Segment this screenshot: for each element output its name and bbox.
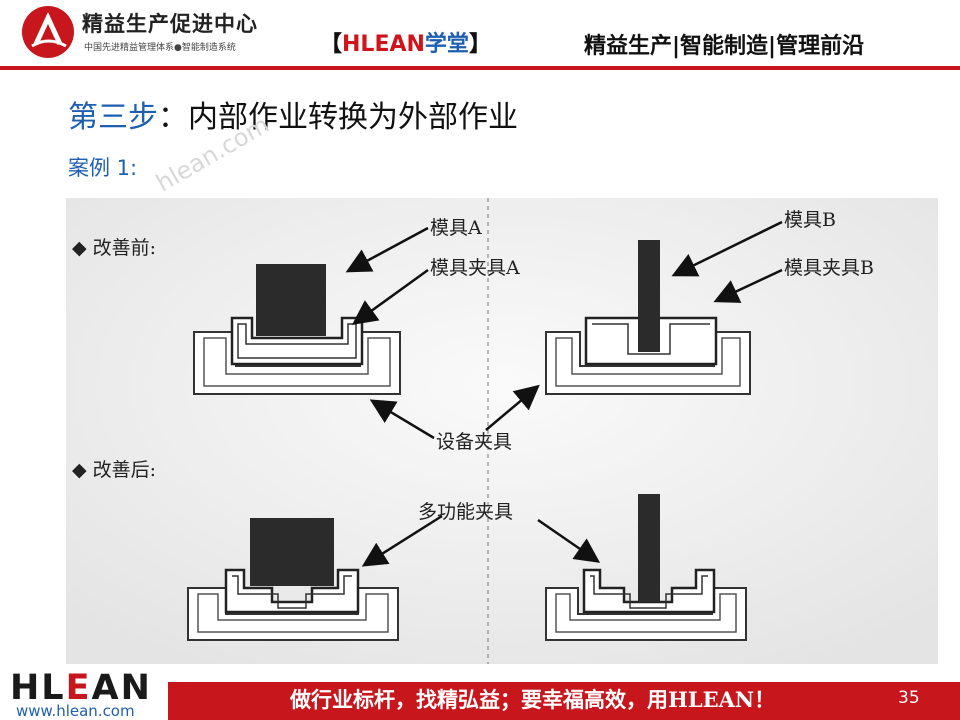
before-label: ◆ 改善前: [72, 237, 156, 259]
multi-fixture-after-b [582, 568, 716, 614]
page-number: 35 [898, 688, 920, 708]
brand-bracket-close: 】 [468, 32, 491, 57]
org-subtitle: 中国先进精益管理体系●智能制造系统 [84, 43, 236, 53]
case-label: 案例 1: [68, 156, 138, 180]
mold-fixture-a-label: 模具夹具A [430, 257, 520, 279]
arrow-mold-b [671, 220, 783, 277]
arrow-multi-fixture-right [537, 518, 601, 563]
footer-logo: HLEAN [10, 668, 152, 708]
before-right-assembly [545, 240, 751, 395]
brand-name: HLEAN [342, 32, 425, 57]
arrow-multi-fixture-left [361, 514, 443, 567]
mold-b-after [638, 494, 660, 602]
page-title: 第三步：内部作业转换为外部作业 [68, 92, 518, 136]
step-label: 第三步 [68, 100, 158, 135]
footer-url-link[interactable]: www.hlean.com [16, 702, 135, 720]
mold-b-before [638, 240, 660, 352]
footer-logo-part-rest: AN [91, 668, 152, 708]
header-slogan: 精益生产|智能制造|管理前沿 [584, 34, 865, 59]
footer-slogan: 做行业标杆，找精弘益；要幸福高效，用HLEAN！ [290, 687, 776, 712]
org-name: 精益生产促进中心 [82, 12, 258, 36]
brand-tag: 【HLEAN学堂】 [320, 26, 491, 58]
equipment-fixture-label: 设备夹具 [436, 431, 512, 453]
mold-a-label: 模具A [430, 217, 482, 239]
arrow-equipment-fixture-right [485, 384, 540, 431]
mold-fixture-a-before [230, 316, 364, 366]
footer-logo-part-e: E [65, 668, 92, 708]
mold-fixture-b-inner-before [592, 323, 710, 355]
brand-bracket-open: 【 [320, 32, 343, 57]
arrow-mold-a [345, 226, 429, 273]
before-left-assembly [193, 264, 401, 395]
mold-b-label: 模具B [784, 209, 836, 231]
footer-logo-part-h: HL [10, 668, 66, 708]
mold-a-after [250, 518, 334, 586]
brand-suffix: 学堂 [424, 32, 469, 57]
equipment-fixture-inner-before-b [555, 337, 741, 387]
after-right-assembly [545, 494, 747, 641]
footer-bar [168, 682, 960, 720]
equipment-fixture-inner-before-a [203, 337, 391, 387]
arrow-mold-fixture-a [351, 268, 429, 325]
arrow-equipment-fixture-left [369, 399, 435, 440]
title-text: 内部作业转换为外部作业 [188, 100, 518, 135]
diagram-canvas: ◆ 改善前: ◆ 改善后: [66, 198, 938, 664]
mold-a-before [256, 264, 326, 336]
equipment-fixture-inner-after-b [555, 593, 737, 633]
title-separator: ： [158, 100, 188, 135]
mold-fixture-a-inner-before [237, 323, 357, 359]
after-label: ◆ 改善后: [72, 459, 156, 481]
fixture-diagram: ◆ 改善前: ◆ 改善后: [66, 198, 938, 664]
multi-fixture-inner-after-a [232, 575, 352, 609]
after-left-assembly [187, 518, 399, 641]
arrow-mold-fixture-b [713, 268, 783, 303]
header-divider [0, 66, 960, 70]
multi-fixture-label: 多功能夹具 [418, 501, 513, 523]
diagram-background [66, 198, 938, 664]
equipment-fixture-inner-after-a [197, 593, 389, 633]
multi-fixture-after-a [224, 568, 360, 614]
mold-fixture-b-label: 模具夹具B [784, 257, 874, 279]
multi-fixture-inner-after-b [590, 575, 708, 609]
arrows [345, 220, 783, 567]
header: 精益生产促进中心 中国先进精益管理体系●智能制造系统 【HLEAN学堂】 精益生… [0, 0, 960, 72]
org-logo-icon [22, 6, 74, 58]
